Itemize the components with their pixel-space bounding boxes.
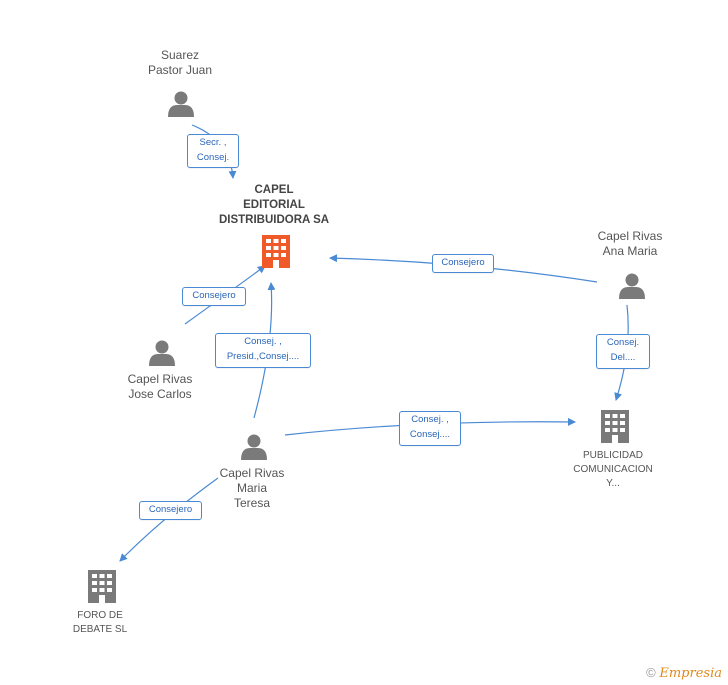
building-icon-capel-editorial[interactable] [262,235,290,268]
node-label-ana-maria[interactable]: Capel Rivas Ana Maria [597,229,663,258]
node-label-foro[interactable]: FORO DE DEBATE SL [72,610,128,635]
building-icon-foro[interactable] [88,570,116,603]
brand-watermark: © Empresia [646,665,722,681]
person-icon-suarez[interactable] [168,91,194,118]
node-label-capel-editorial[interactable]: CAPEL EDITORIAL DISTRIBUIDORA SA [218,184,330,226]
edge-label-ana-publicidad[interactable]: Consej. Del.... [596,334,650,369]
edge-label-ana-capel[interactable]: Consejero [432,254,494,273]
edge-label-jose-capel[interactable]: Consejero [182,287,246,306]
node-label-maria-teresa[interactable]: Capel Rivas Maria Teresa [219,466,285,510]
person-icon-jose-carlos[interactable] [149,340,175,367]
person-icon-ana-maria[interactable] [619,273,645,300]
edge-label-teresa-foro[interactable]: Consejero [139,501,202,520]
edge-label-teresa-publicidad[interactable]: Consej. , Consej.... [399,411,461,446]
node-label-jose-carlos[interactable]: Capel Rivas Jose Carlos [127,372,193,401]
node-label-suarez[interactable]: Suarez Pastor Juan [147,48,213,77]
edge-label-teresa-capel[interactable]: Consej. , Presid.,Consej.... [215,333,311,368]
empresia-logo: Empresia [659,666,722,681]
person-icon-maria-teresa[interactable] [241,434,267,461]
edge-label-suarez-capel[interactable]: Secr. , Consej. [187,134,239,168]
copyright-symbol: © [646,665,656,680]
building-icon-publicidad[interactable] [601,410,629,443]
node-label-publicidad[interactable]: PUBLICIDAD COMUNICACION Y... [573,450,653,489]
